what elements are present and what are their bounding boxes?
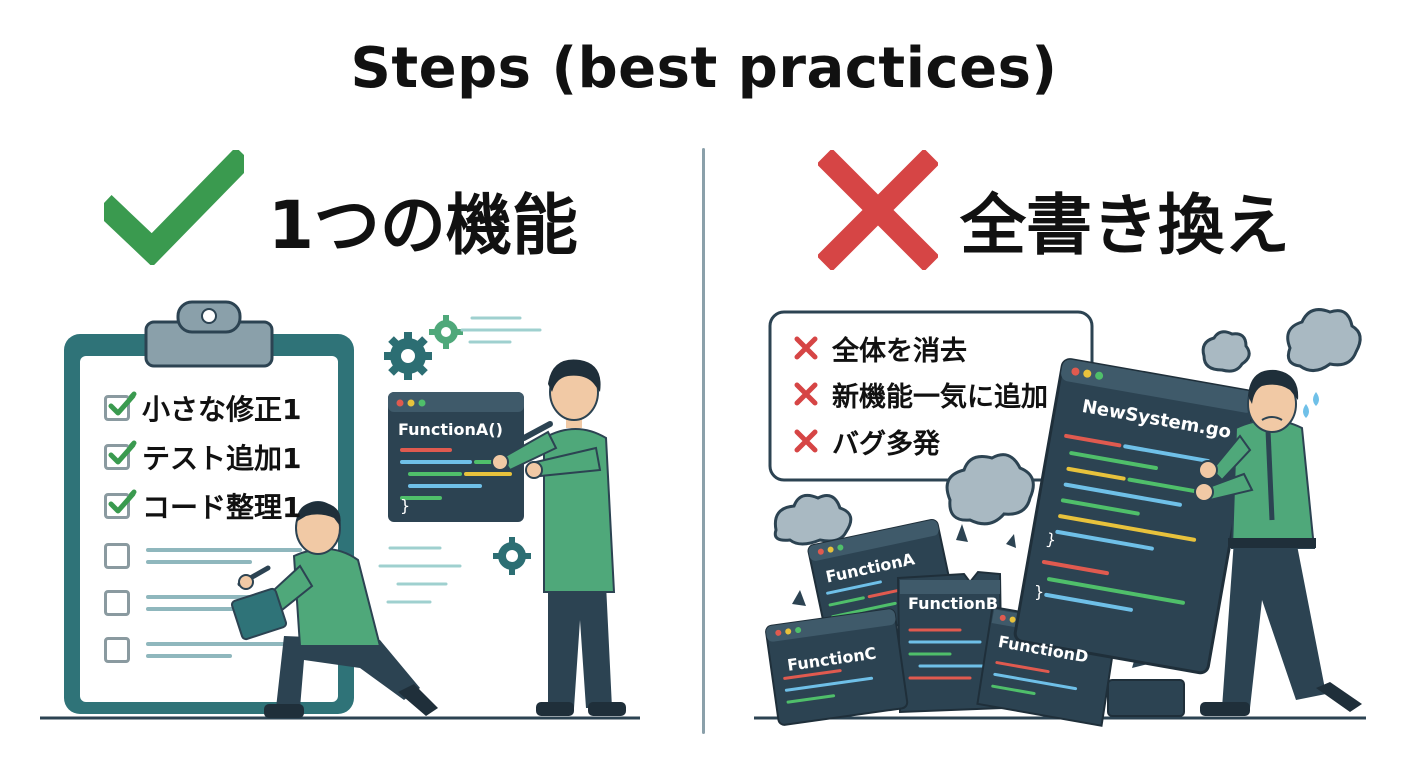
checklist-label: 小さな修正1 xyxy=(142,393,302,426)
checkbox[interactable] xyxy=(104,393,136,421)
smoke-cloud xyxy=(945,453,1035,526)
checkbox[interactable] xyxy=(104,637,130,663)
code-closing-brace: } xyxy=(400,496,411,515)
checkbox[interactable] xyxy=(104,590,130,616)
cross-icon xyxy=(794,336,818,360)
center-divider xyxy=(702,148,705,734)
check-icon xyxy=(104,150,244,265)
code-window xyxy=(388,392,524,522)
page-title: Steps (best practices) xyxy=(350,36,1058,101)
gear-icon xyxy=(493,537,531,575)
gear-icon xyxy=(384,332,432,380)
checklist-label: テスト追加1 xyxy=(142,442,302,475)
cross-icon xyxy=(794,429,818,453)
cross-icon xyxy=(818,150,938,270)
checklist-item: テスト追加1 xyxy=(104,437,301,477)
checklist-item: コード整理1 xyxy=(104,486,301,526)
checklist-item xyxy=(104,630,130,670)
good-illustration xyxy=(40,300,640,720)
bullet-item: 新機能一気に追加 xyxy=(792,373,1048,415)
bad-heading: 全書き換え xyxy=(960,187,1290,264)
good-heading: 1つの機能 xyxy=(268,187,578,264)
kneeling-developer xyxy=(230,501,438,718)
checklist-item xyxy=(104,536,130,576)
stressed-developer xyxy=(1194,369,1362,716)
code-closing-brace: } xyxy=(1034,582,1045,601)
bullet-item: バグ多発 xyxy=(792,420,940,462)
standing-developer xyxy=(491,359,626,716)
broken-window xyxy=(896,570,1004,714)
bad-illustration xyxy=(754,308,1366,727)
bullet-label: バグ多発 xyxy=(832,428,940,460)
gear-icon xyxy=(429,315,463,349)
bullet-item: 全体を消去 xyxy=(792,327,967,369)
checklist-item: 小さな修正1 xyxy=(104,388,301,428)
bullet-label: 新機能一気に追加 xyxy=(832,381,1048,413)
broken-window xyxy=(765,608,909,726)
checklist-item xyxy=(104,583,130,623)
broken-window-title: FunctionB xyxy=(908,594,999,613)
bullet-label: 全体を消去 xyxy=(832,335,967,367)
checkbox[interactable] xyxy=(104,543,130,569)
new-system-window xyxy=(1013,358,1257,675)
code-window-title: FunctionA() xyxy=(398,420,503,439)
smoke-cloud xyxy=(1201,308,1362,373)
checkbox[interactable] xyxy=(104,442,136,470)
cross-icon xyxy=(794,382,818,406)
checkbox[interactable] xyxy=(104,491,136,519)
smoke-cloud xyxy=(773,493,853,546)
checklist-label: コード整理1 xyxy=(142,491,302,524)
